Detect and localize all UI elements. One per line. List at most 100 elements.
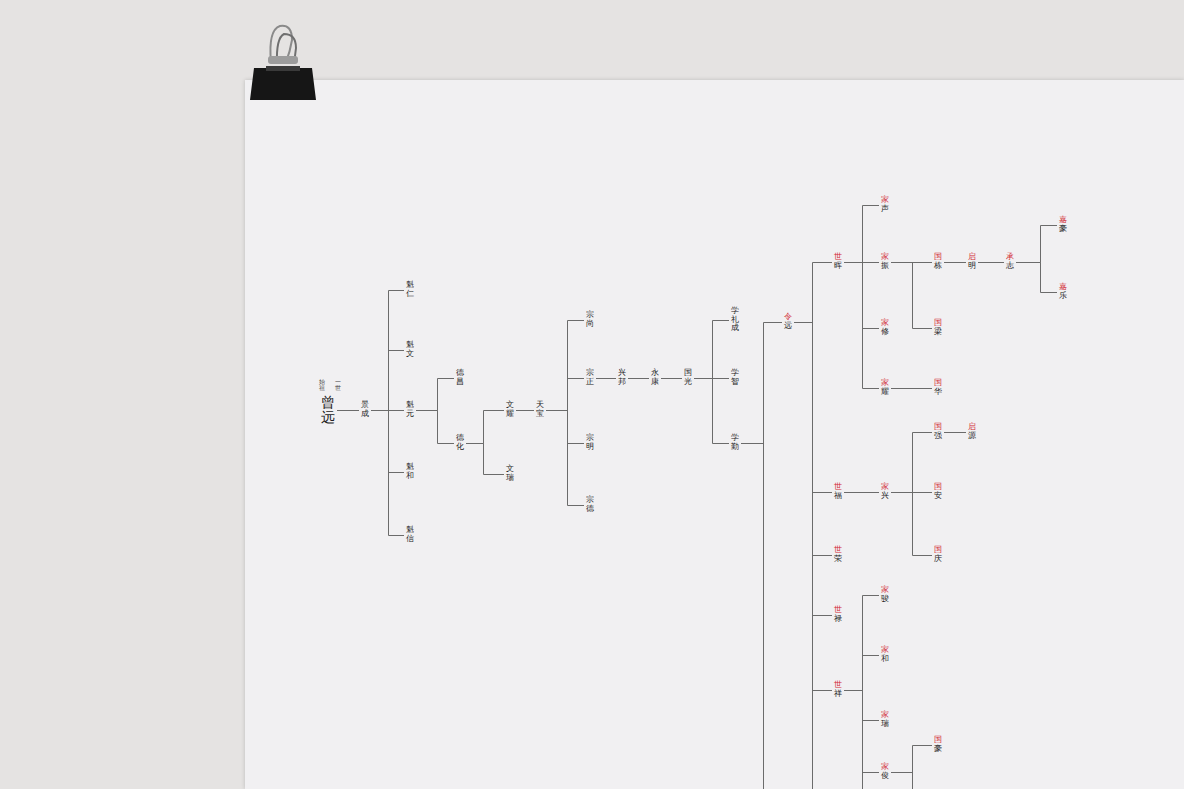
person-name: 庆 xyxy=(934,555,942,564)
lineage-connector xyxy=(546,379,584,411)
binder-clip-edge xyxy=(266,66,300,71)
person-name: 魁和 xyxy=(406,463,414,481)
person-node: 家骏 xyxy=(881,585,889,605)
generation-name: 家 xyxy=(881,483,889,492)
person-name: 禄 xyxy=(834,615,842,624)
lineage-connector xyxy=(371,351,404,411)
person-node: 令远 xyxy=(784,312,792,332)
note-label: 一世 xyxy=(335,379,341,392)
person-name: 志 xyxy=(1006,262,1014,271)
person-name: 兴邦 xyxy=(618,369,626,387)
person-name: 宗明 xyxy=(586,434,594,452)
person-node: 世晖 xyxy=(834,252,842,272)
person-node: 启源 xyxy=(968,422,976,442)
person-name: 和 xyxy=(881,655,889,664)
person-node: 启明 xyxy=(968,252,976,272)
person-node: 国强 xyxy=(934,422,942,442)
generation-name: 家 xyxy=(881,763,889,772)
person-name: 宗正 xyxy=(586,369,594,387)
person-node: 学礼成 xyxy=(731,306,739,334)
generation-name: 国 xyxy=(934,483,942,492)
generation-name: 世 xyxy=(834,606,842,615)
person-name: 景成 xyxy=(361,401,369,419)
person-name: 栋 xyxy=(934,262,942,271)
person-name: 强 xyxy=(934,432,942,441)
person-node: 学智 xyxy=(731,368,739,388)
person-node: 国豪 xyxy=(934,735,942,755)
person-node: 景成 xyxy=(361,400,369,420)
person-name: 宗尚 xyxy=(586,311,594,329)
person-node: 嘉豪 xyxy=(1059,215,1067,235)
lineage-connector xyxy=(1016,226,1057,263)
person-name: 天宝 xyxy=(536,401,544,419)
lineage-connector xyxy=(371,411,404,473)
generation-name: 家 xyxy=(881,196,889,205)
generation-name: 国 xyxy=(934,319,942,328)
person-name: 豪 xyxy=(1059,225,1067,234)
person-node: 魁文 xyxy=(406,340,414,360)
person-name: 文瑞 xyxy=(506,465,514,483)
generation-name: 家 xyxy=(881,319,889,328)
person-name: 魁信 xyxy=(406,526,414,544)
person-name: 修 xyxy=(881,328,889,337)
lineage-connector xyxy=(978,262,1004,263)
lineage-connector xyxy=(891,263,932,329)
generation-name: 启 xyxy=(968,253,976,262)
person-node: 承志 xyxy=(1006,252,1014,272)
lineage-connector xyxy=(371,291,404,411)
lineage-connector xyxy=(741,323,782,444)
generation-name: 家 xyxy=(881,253,889,262)
person-name: 华 xyxy=(934,388,942,397)
generation-name: 世 xyxy=(834,253,842,262)
person-name: 瑞 xyxy=(881,720,889,729)
lineage-connector xyxy=(944,432,966,433)
lineage-connector xyxy=(891,433,932,493)
person-node: 世祥 xyxy=(834,680,842,700)
lineage-connector xyxy=(546,411,584,506)
person-node: 魁和 xyxy=(406,462,414,482)
lineage-connector xyxy=(844,656,879,691)
person-node: 国安 xyxy=(934,482,942,502)
person-name: 曾远 xyxy=(321,395,335,426)
person-node: 兴邦 xyxy=(618,368,626,388)
person-name: 魁元 xyxy=(406,401,414,419)
lineage-connector xyxy=(416,411,454,444)
person-name: 豪 xyxy=(934,745,942,754)
generation-name: 令 xyxy=(784,313,792,322)
generation-name: 家 xyxy=(881,711,889,720)
person-node: 德昌 xyxy=(456,368,464,388)
person-node: 家瑞 xyxy=(881,710,889,730)
lineage-connector xyxy=(891,388,932,389)
generation-name: 国 xyxy=(934,546,942,555)
person-node: 德化 xyxy=(456,433,464,453)
person-node: 国光 xyxy=(684,368,692,388)
person-node: 国栋 xyxy=(934,252,942,272)
generation-name: 国 xyxy=(934,253,942,262)
lineage-connector xyxy=(596,378,616,379)
lineage-connector xyxy=(337,410,359,411)
person-node: 魁元 xyxy=(406,400,414,420)
lineage-connector xyxy=(416,379,454,411)
lineage-connector xyxy=(844,206,879,263)
lineage-connector xyxy=(628,378,649,379)
lineage-connector xyxy=(546,321,584,411)
person-name: 国光 xyxy=(684,369,692,387)
person-node: 家兴 xyxy=(881,482,889,502)
person-node: 国庆 xyxy=(934,545,942,565)
generation-name: 家 xyxy=(881,379,889,388)
person-node: 家声 xyxy=(881,195,889,215)
lineage-connector xyxy=(661,378,682,379)
person-name: 晖 xyxy=(834,262,842,271)
lineage-connector xyxy=(844,691,879,773)
person-node: 宗尚 xyxy=(586,310,594,330)
generation-name: 世 xyxy=(834,483,842,492)
person-node: 魁仁 xyxy=(406,280,414,300)
lineage-connector xyxy=(546,411,584,444)
person-name: 魁仁 xyxy=(406,281,414,299)
lineage-connector xyxy=(466,411,504,444)
generation-name: 启 xyxy=(968,423,976,432)
person-name: 明 xyxy=(968,262,976,271)
generation-name: 承 xyxy=(1006,253,1014,262)
person-node: 嘉乐 xyxy=(1059,282,1067,302)
